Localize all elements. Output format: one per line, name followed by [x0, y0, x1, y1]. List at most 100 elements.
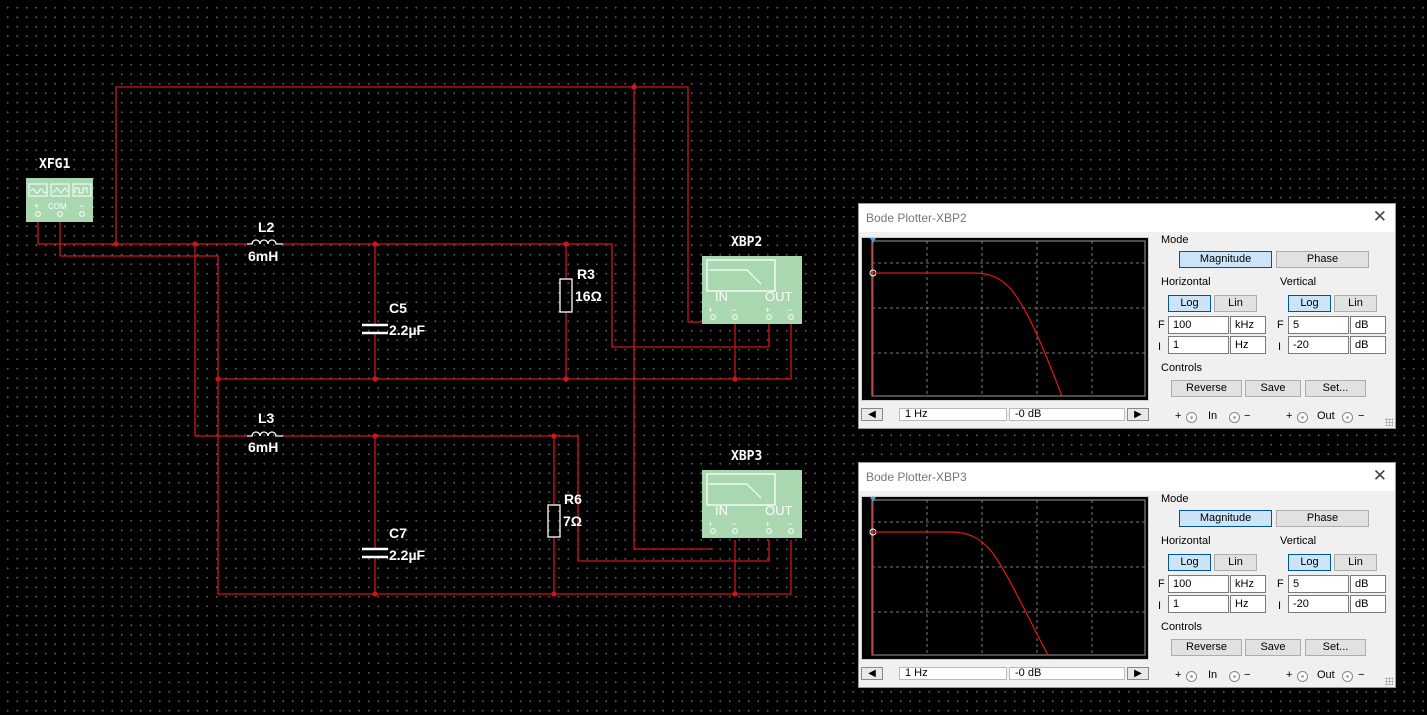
vertical-f-label: F [1277, 319, 1284, 331]
vertical-final-unit[interactable]: dB [1350, 316, 1386, 334]
bode-plotter-window-xbp3[interactable]: Bode Plotter-XBP3 ✕ ◀ 1 Hz -0 dB ▶ Mode … [858, 462, 1396, 688]
horizontal-final-unit[interactable]: kHz [1230, 575, 1266, 593]
in-minus-terminal[interactable] [1229, 412, 1240, 423]
horizontal-initial-input[interactable]: 1 [1168, 595, 1229, 613]
wire-gen-plus[interactable] [37, 216, 247, 245]
wires[interactable] [37, 86, 792, 595]
xbp3-pin-in-minus-label: − [731, 519, 736, 529]
xbp2-ref: XBP2 [731, 235, 762, 250]
set-button[interactable]: Set... [1305, 380, 1366, 397]
vertical-lin-button[interactable]: Lin [1334, 554, 1377, 571]
cursor-left-button[interactable]: ◀ [861, 408, 883, 421]
vertical-initial-input[interactable]: -20 [1288, 336, 1349, 354]
xbp2-pin-out-plus-label: + [765, 305, 770, 315]
plot-grid [872, 500, 1145, 655]
wire-upper-node[interactable] [283, 243, 770, 348]
bode-plot-screen[interactable] [861, 496, 1149, 660]
gen-term-minus: − [79, 201, 84, 211]
resistor-r3[interactable]: R3 16Ω [559, 266, 602, 313]
magnitude-button[interactable]: Magnitude [1179, 251, 1272, 268]
wire-top-loop[interactable] [115, 86, 702, 323]
out-minus-terminal[interactable] [1342, 412, 1353, 423]
inductor-l2[interactable]: L2 6mH [247, 219, 283, 264]
reverse-button[interactable]: Reverse [1171, 380, 1242, 397]
bode-plot-screen[interactable] [861, 237, 1149, 401]
horizontal-final-input[interactable]: 100 [1168, 316, 1229, 334]
vertical-final-unit[interactable]: dB [1350, 575, 1386, 593]
close-icon[interactable]: ✕ [1372, 207, 1387, 226]
vertical-log-button[interactable]: Log [1288, 554, 1331, 571]
vertical-initial-input[interactable]: -20 [1288, 595, 1349, 613]
cursor-statusbar: ◀ 1 Hz -0 dB ▶ [861, 408, 1149, 423]
vertical-initial-unit[interactable]: dB [1350, 336, 1386, 354]
vertical-f-label: F [1277, 578, 1284, 590]
set-button[interactable]: Set... [1305, 639, 1366, 656]
inductor-l3[interactable]: L3 6mH [247, 410, 283, 455]
schematic-canvas[interactable]: XFG1 + COM − L2 6mH L3 6mH C5 2.2µF C7 2… [0, 0, 850, 715]
cursor-marker-icon[interactable] [870, 497, 876, 502]
lowpass-response-icon [709, 483, 762, 499]
triangle-wave-icon [52, 187, 69, 194]
phase-button[interactable]: Phase [1276, 251, 1369, 268]
horizontal-log-button[interactable]: Log [1168, 554, 1211, 571]
horizontal-final-unit[interactable]: kHz [1230, 316, 1266, 334]
lowpass-response-icon [709, 269, 762, 285]
horizontal-final-input[interactable]: 100 [1168, 575, 1229, 593]
horizontal-lin-button[interactable]: Lin [1214, 295, 1257, 312]
window-titlebar[interactable]: Bode Plotter-XBP2 ✕ [859, 204, 1395, 232]
vertical-initial-unit[interactable]: dB [1350, 595, 1386, 613]
generator-ref: XFG1 [39, 157, 70, 172]
out-plus-terminal[interactable] [1297, 671, 1308, 682]
horizontal-lin-button[interactable]: Lin [1214, 554, 1257, 571]
plot-frame [871, 499, 1146, 656]
horizontal-log-button[interactable]: Log [1168, 295, 1211, 312]
resistor-r6[interactable]: R6 7Ω [547, 491, 582, 538]
horizontal-initial-input[interactable]: 1 [1168, 336, 1229, 354]
in-minus-terminal[interactable] [1229, 671, 1240, 682]
wire-lower-branch[interactable] [194, 244, 247, 437]
horizontal-initial-unit[interactable]: Hz [1230, 595, 1266, 613]
save-button[interactable]: Save [1245, 380, 1301, 397]
cursor-gain-readout: -0 dB [1009, 667, 1125, 680]
window-titlebar[interactable]: Bode Plotter-XBP3 ✕ [859, 463, 1395, 491]
cursor-right-button[interactable]: ▶ [1127, 408, 1149, 421]
resize-grip-icon[interactable] [1385, 418, 1393, 426]
in-minus-label: − [1244, 410, 1251, 422]
out-plus-terminal[interactable] [1297, 412, 1308, 423]
bode-instrument-xbp2[interactable]: XBP2 IN OUT + − + − [702, 235, 802, 324]
out-label: Out [1317, 410, 1335, 422]
cursor-left-button[interactable]: ◀ [861, 667, 883, 680]
vertical-final-input[interactable]: 5 [1288, 575, 1349, 593]
save-button[interactable]: Save [1245, 639, 1301, 656]
vertical-final-input[interactable]: 5 [1288, 316, 1349, 334]
l2-value: 6mH [248, 248, 278, 264]
xbp2-pin-in-minus-label: − [731, 305, 736, 315]
in-plus-terminal[interactable] [1186, 671, 1197, 682]
bode-instrument-xbp3[interactable]: XBP3 IN OUT + − + − [702, 449, 802, 538]
vertical-lin-button[interactable]: Lin [1334, 295, 1377, 312]
vertical-log-button[interactable]: Log [1288, 295, 1331, 312]
wire-upper-ground[interactable] [218, 322, 792, 380]
cursor-right-button[interactable]: ▶ [1127, 667, 1149, 680]
in-plus-terminal[interactable] [1186, 412, 1197, 423]
reverse-button[interactable]: Reverse [1171, 639, 1242, 656]
wire-vertical-cross[interactable] [633, 87, 713, 550]
capacitor-c7[interactable]: C7 2.2µF [362, 525, 426, 563]
wire-lower-node[interactable] [283, 435, 770, 562]
magnitude-button[interactable]: Magnitude [1179, 510, 1272, 527]
r6-ref: R6 [564, 491, 582, 507]
magnitude-trace [873, 272, 1063, 397]
resize-grip-icon[interactable] [1385, 677, 1393, 685]
out-minus-terminal[interactable] [1342, 671, 1353, 682]
horizontal-initial-unit[interactable]: Hz [1230, 336, 1266, 354]
close-icon[interactable]: ✕ [1372, 466, 1387, 485]
xbp3-pin-out-minus-label: − [787, 519, 792, 529]
phase-button[interactable]: Phase [1276, 510, 1369, 527]
function-generator-xfg1[interactable]: XFG1 + COM − [26, 157, 93, 222]
wire-gen-com[interactable] [59, 216, 792, 595]
cursor-marker-icon[interactable] [870, 238, 876, 243]
bode-plotter-window-xbp2[interactable]: Bode Plotter-XBP2 ✕ ◀ 1 Hz -0 dB ▶ Mode … [858, 203, 1396, 429]
capacitor-c5[interactable]: C5 2.2µF [362, 300, 426, 338]
c7-ref: C7 [389, 525, 407, 541]
in-plus-label: + [1175, 410, 1182, 422]
